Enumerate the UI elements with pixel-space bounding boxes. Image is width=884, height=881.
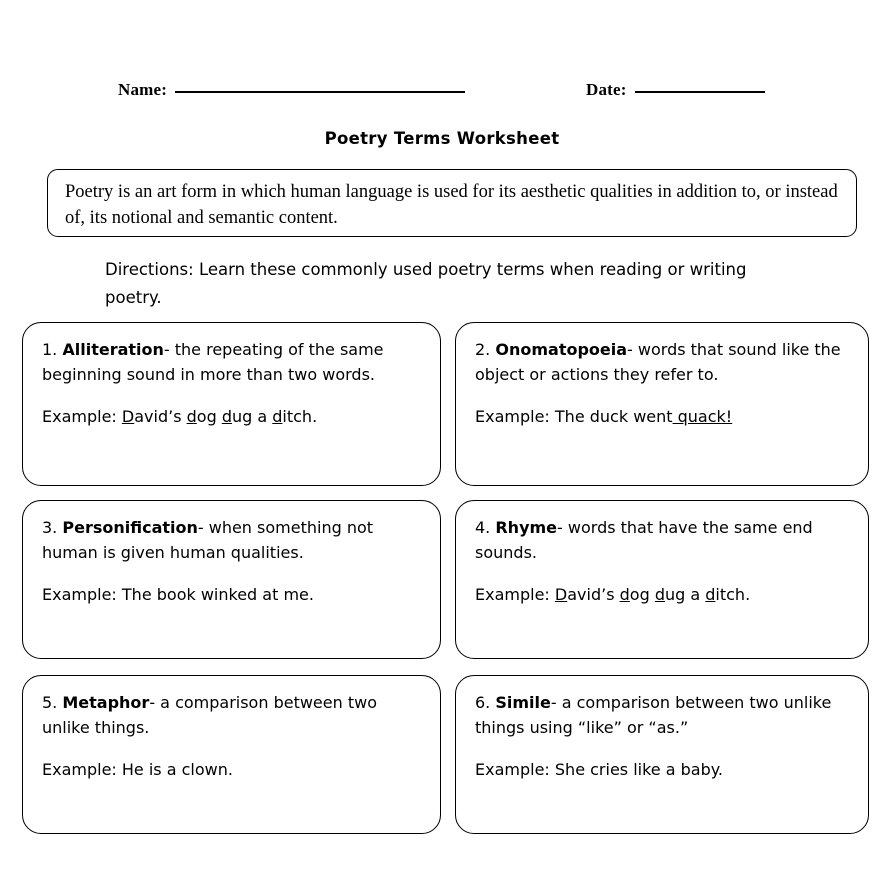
term-example: Example: David’s dog dug a ditch. bbox=[475, 565, 852, 607]
term-description: - words that sound like the object or ac… bbox=[475, 340, 841, 384]
date-input-blank[interactable] bbox=[634, 91, 765, 93]
term-description: - words that have the same end sounds. bbox=[475, 518, 813, 562]
term-description: - the repeating of the same beginning so… bbox=[42, 340, 384, 384]
term-example-label: Example: bbox=[475, 585, 550, 604]
date-field-group: Date: bbox=[586, 80, 765, 100]
term-example-label: Example: bbox=[475, 407, 550, 426]
date-label: Date: bbox=[586, 80, 627, 99]
term-example-underlined: D bbox=[121, 407, 135, 426]
term-example-plain: avid’s bbox=[134, 407, 187, 426]
term-example-underlined: D bbox=[554, 585, 568, 604]
term-example-underlined: d bbox=[221, 407, 232, 426]
term-card: 5. Metaphor- a comparison between two un… bbox=[22, 675, 441, 834]
term-definition: 5. Metaphor- a comparison between two un… bbox=[42, 690, 424, 740]
term-example: Example: The duck went quack! bbox=[475, 387, 852, 429]
term-card: 4. Rhyme- words that have the same end s… bbox=[455, 500, 869, 659]
name-field-group: Name: bbox=[118, 80, 466, 100]
term-example-label: Example: bbox=[42, 407, 117, 426]
term-name: Metaphor bbox=[62, 693, 150, 712]
term-number: 5. bbox=[42, 693, 63, 712]
term-definition: 1. Alliteration- the repeating of the sa… bbox=[42, 337, 424, 387]
term-card: 1. Alliteration- the repeating of the sa… bbox=[22, 322, 441, 486]
term-name: Rhyme bbox=[495, 518, 558, 537]
term-card: 3. Personification- when something not h… bbox=[22, 500, 441, 659]
term-description: - a comparison between two unlike things… bbox=[475, 693, 832, 737]
term-example-plain: og bbox=[196, 407, 222, 426]
term-example-plain: avid’s bbox=[567, 585, 620, 604]
name-date-row: Name: Date: bbox=[0, 80, 884, 110]
term-name: Simile bbox=[495, 693, 551, 712]
term-example-plain: The duck went bbox=[549, 407, 673, 426]
page-title: Poetry Terms Worksheet bbox=[324, 129, 560, 148]
poetry-definition-text: Poetry is an art form in which human lan… bbox=[65, 182, 838, 228]
term-example: Example: She cries like a baby. bbox=[475, 740, 852, 782]
term-example: Example: David’s dog dug a ditch. bbox=[42, 387, 424, 429]
term-number: 4. bbox=[475, 518, 496, 537]
term-example-underlined: d bbox=[186, 407, 197, 426]
term-name: Onomatopoeia bbox=[495, 340, 628, 359]
name-input-blank[interactable] bbox=[175, 91, 466, 93]
term-description: - a comparison between two unlike things… bbox=[42, 693, 377, 737]
term-example-plain: She cries like a baby. bbox=[549, 760, 724, 779]
term-example-label: Example: bbox=[42, 585, 117, 604]
term-example-underlined: d bbox=[705, 585, 716, 604]
term-definition: 4. Rhyme- words that have the same end s… bbox=[475, 515, 852, 565]
term-example-plain: ug a bbox=[231, 407, 273, 426]
term-example-underlined: d bbox=[272, 407, 283, 426]
term-example-label: Example: bbox=[475, 760, 550, 779]
term-number: 6. bbox=[475, 693, 496, 712]
term-example: Example: The book winked at me. bbox=[42, 565, 424, 607]
term-definition: 3. Personification- when something not h… bbox=[42, 515, 424, 565]
term-name: Personification bbox=[62, 518, 198, 537]
name-label: Name: bbox=[118, 80, 168, 99]
term-example-plain: He is a clown. bbox=[116, 760, 233, 779]
term-definition: 2. Onomatopoeia- words that sound like t… bbox=[475, 337, 852, 387]
term-card: 6. Simile- a comparison between two unli… bbox=[455, 675, 869, 834]
term-example-label: Example: bbox=[42, 760, 117, 779]
term-example-plain: The book winked at me. bbox=[116, 585, 314, 604]
term-description: - when something not human is given huma… bbox=[42, 518, 374, 562]
directions-text: Directions: Learn these commonly used po… bbox=[105, 260, 747, 307]
term-example-plain: ug a bbox=[664, 585, 706, 604]
term-definition: 6. Simile- a comparison between two unli… bbox=[475, 690, 852, 740]
term-example: Example: He is a clown. bbox=[42, 740, 424, 782]
term-example-underlined: d bbox=[619, 585, 630, 604]
term-number: 2. bbox=[475, 340, 496, 359]
term-example-underlined: quack! bbox=[672, 407, 733, 426]
term-number: 1. bbox=[42, 340, 63, 359]
term-number: 3. bbox=[42, 518, 63, 537]
term-example-plain: itch. bbox=[715, 585, 751, 604]
poetry-definition-box: Poetry is an art form in which human lan… bbox=[47, 169, 857, 237]
term-card: 2. Onomatopoeia- words that sound like t… bbox=[455, 322, 869, 486]
term-example-underlined: d bbox=[654, 585, 665, 604]
term-name: Alliteration bbox=[62, 340, 164, 359]
term-example-plain: itch. bbox=[282, 407, 318, 426]
term-example-plain: og bbox=[629, 585, 655, 604]
